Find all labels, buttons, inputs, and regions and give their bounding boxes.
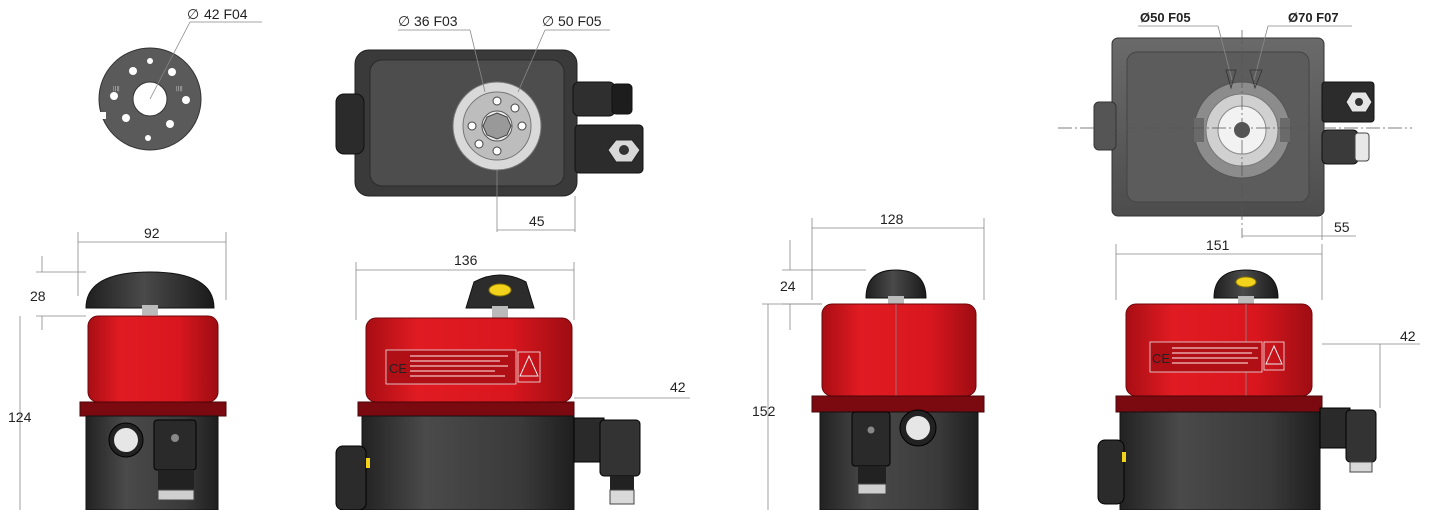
top-view-callout-right: 50 F05 [558, 13, 602, 29]
top-view-offset-dim: 45 [529, 213, 545, 229]
large-top-offset-dim: 55 [1334, 219, 1350, 235]
side3-body-height-dim: 152 [752, 403, 776, 419]
side1-indicator-height-dim: 28 [30, 288, 46, 304]
side2-ce-mark: CE [389, 361, 407, 376]
side-view-1: 92 28 124 [8, 225, 227, 510]
top-view-diameter-symbol-right: ∅ [542, 13, 554, 29]
side1-body-height-dim: 124 [8, 409, 32, 425]
side3-indicator-height-dim: 24 [780, 278, 796, 294]
svg-text:||||: |||| [176, 86, 183, 92]
side-view-2: CE 136 42 [335, 252, 690, 510]
flange-callout: 42 F04 [204, 6, 248, 22]
side4-width-dim: 151 [1206, 237, 1230, 253]
side3-width-dim: 128 [880, 211, 904, 227]
top-view-diameter-symbol-left: ∅ [398, 13, 410, 29]
flange-f04-view: |||| |||| ∅ 42 F04 [96, 6, 262, 151]
side2-width-dim: 136 [454, 252, 478, 268]
large-top-callout-right: Ø70 F07 [1288, 10, 1339, 25]
side1-width-dim: 92 [144, 225, 160, 241]
flange-diameter-symbol: ∅ [187, 6, 199, 22]
side4-ce-mark: CE [1152, 351, 1170, 366]
top-view-f05-f07: Ø50 F05 Ø70 F07 55 [1058, 10, 1412, 240]
side2-connector-dim: 42 [670, 379, 686, 395]
svg-text:||||: |||| [113, 86, 120, 92]
large-top-callout-left: Ø50 F05 [1140, 10, 1191, 25]
top-view-f03-f05: ∅ 36 F03 ∅ 50 F05 45 [335, 13, 644, 232]
side-view-3: 128 24 152 [752, 211, 985, 510]
top-view-callout-left: 36 F03 [414, 13, 458, 29]
side4-connector-dim: 42 [1400, 328, 1416, 344]
side-view-4: CE 151 42 [1097, 237, 1420, 510]
